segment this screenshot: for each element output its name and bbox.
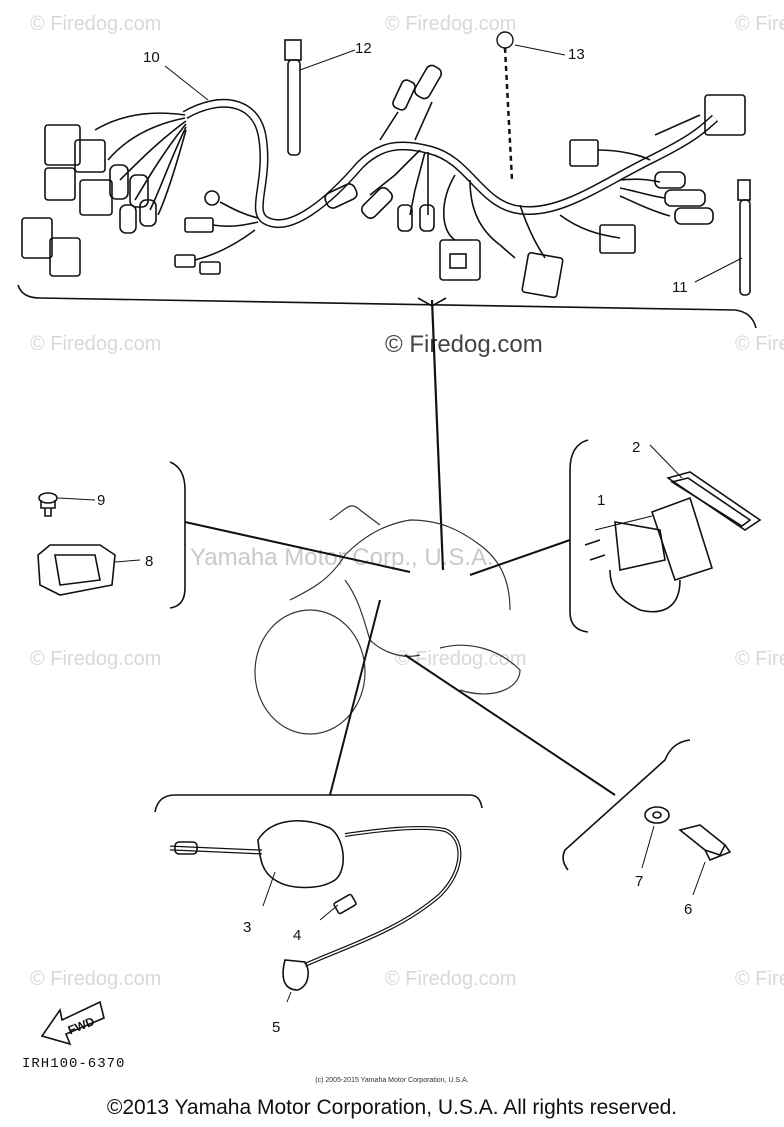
callout-12: 12 [355, 40, 372, 57]
callout-13: 13 [568, 46, 585, 63]
bracket-bottom-left [154, 599, 483, 1003]
forward-arrow-icon: FWD [40, 1000, 105, 1046]
watermark: © Firedog.com [735, 13, 784, 35]
motorcycle-outline [254, 505, 521, 735]
cable-tie-11 [694, 179, 751, 296]
watermark: © Firedog.com [30, 13, 161, 35]
watermark: © Firedog.com [735, 648, 784, 670]
cable-tie-12 [284, 39, 356, 156]
watermark: © Firedog.com [30, 968, 161, 990]
small-copyright: (c) 2005-2015 Yamaha Motor Corporation, … [315, 1077, 469, 1084]
callout-labels: 1 2 3 4 5 6 7 8 9 10 11 12 13 [97, 40, 692, 1036]
callout-6: 6 [684, 901, 692, 918]
callout-1: 1 [597, 492, 605, 509]
callout-3: 3 [243, 919, 251, 936]
leader-10 [164, 65, 209, 101]
wire-harness [17, 64, 757, 329]
fwd-label: FWD [66, 1014, 97, 1037]
callout-9: 9 [97, 492, 105, 509]
watermark-group: © Firedog.com © Firedog.com © Firedog.co… [30, 13, 784, 990]
watermark: © Firedog.com [735, 968, 784, 990]
watermark: © Firedog.com [395, 648, 526, 670]
callout-10: 10 [143, 49, 160, 66]
leader-line [430, 299, 445, 571]
callout-8: 8 [145, 553, 153, 570]
watermark-dark: © Firedog.com [385, 331, 543, 358]
watermark: © Firedog.com [735, 333, 784, 355]
callout-11: 11 [672, 279, 688, 296]
watermark: © Firedog.com [385, 13, 516, 35]
bracket-right [469, 439, 762, 633]
bracket-left [37, 461, 411, 609]
copyright-notice: ©2013 Yamaha Motor Corporation, U.S.A. A… [106, 1096, 678, 1119]
callout-7: 7 [635, 873, 643, 890]
watermark: © Firedog.com [30, 333, 161, 355]
bracket-bottom-right [404, 654, 732, 896]
watermark: © Firedog.com [385, 968, 516, 990]
band-13 [496, 31, 566, 181]
callout-4: 4 [293, 927, 301, 944]
callout-2: 2 [632, 439, 640, 456]
diagram-code: IRH100-6370 [22, 1056, 126, 1072]
watermark: © Firedog.com [30, 648, 161, 670]
callout-5: 5 [272, 1019, 280, 1036]
